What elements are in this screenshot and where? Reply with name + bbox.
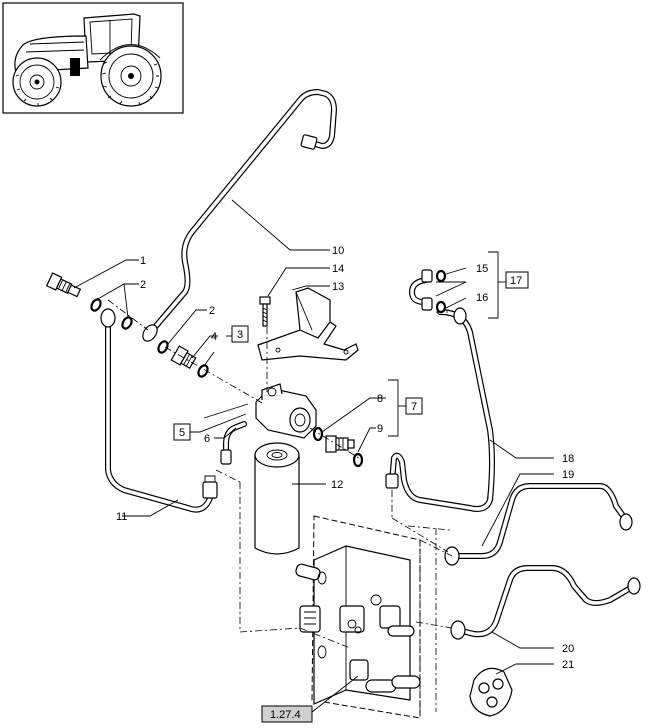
callout-2b: 2: [209, 305, 215, 317]
tractor-thumbnail: [2, 2, 184, 114]
valve-spool-6: [391, 675, 421, 689]
callout-17-box: [505, 271, 529, 289]
filter-cartridge-12: [254, 442, 300, 555]
callout-14: 14: [332, 263, 344, 275]
fitting-1: [45, 272, 82, 298]
callout-10: 10: [332, 245, 344, 257]
leader-lines: [73, 199, 554, 713]
filter-head-5: [255, 383, 317, 439]
callout-3-box: [231, 325, 249, 343]
callout-21: 21: [562, 659, 574, 671]
bolt-14: [259, 296, 271, 327]
seal-ring-2b: [121, 316, 133, 330]
tractor-icon: [12, 13, 162, 107]
callout-19: 19: [562, 469, 574, 481]
seal-ring-16: [435, 300, 447, 314]
elbow-fitting-6: [220, 421, 247, 465]
callout-4: 4: [211, 331, 217, 343]
valve-block: [295, 515, 421, 719]
callout-5: 5: [179, 427, 185, 439]
callout-labels: 1 2 2 3 4 5 6 7 8 9 10 11 12 13 14 15 16…: [116, 245, 574, 671]
callout-3: 3: [237, 329, 243, 341]
bracket-13: [257, 287, 359, 361]
reference-tag[interactable]: 1.27.4: [261, 705, 313, 723]
centre-lines: [107, 299, 453, 712]
callout-17: 17: [510, 275, 522, 287]
callout-12: 12: [331, 479, 343, 491]
callout-2a: 2: [140, 279, 146, 291]
valve-spool-2: [299, 605, 321, 633]
callout-9: 9: [377, 423, 383, 435]
callout-15: 15: [476, 263, 488, 275]
callout-11: 11: [116, 511, 127, 523]
pipe-11: [100, 308, 218, 513]
grommet-21: [469, 667, 513, 717]
fitting-17: [409, 269, 433, 311]
pipe-20: [450, 565, 641, 640]
pipe-19: [444, 483, 633, 566]
callout-5-box: [173, 423, 191, 441]
callout-20: 20: [562, 643, 574, 655]
callout-7: 7: [411, 401, 417, 413]
callout-8: 8: [377, 393, 383, 405]
callout-7-box: [405, 397, 423, 415]
seal-ring-9: [352, 452, 364, 468]
callout-13: 13: [332, 281, 344, 293]
valve-spool-4: [379, 605, 415, 637]
pipe-10: [142, 89, 337, 342]
callout-6: 6: [204, 433, 210, 445]
seal-ring-15: [435, 269, 447, 283]
seal-ring-8: [312, 426, 324, 442]
seal-ring-2a: [90, 298, 102, 312]
reference-label: 1.27.4: [270, 709, 301, 721]
callout-1: 1: [140, 255, 146, 267]
seal-ring-2c: [157, 340, 169, 354]
callout-16: 16: [476, 292, 488, 304]
valve-spool-1: [295, 563, 327, 585]
fitting-7: [325, 435, 355, 453]
valve-spool-3: [339, 605, 365, 634]
seal-ring-4: [197, 364, 209, 378]
callout-18: 18: [562, 453, 574, 465]
pipe-18: [385, 307, 495, 512]
